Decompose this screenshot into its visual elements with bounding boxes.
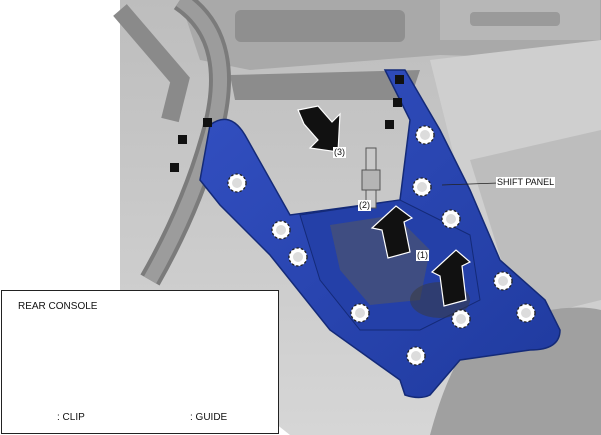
guide-icon <box>178 135 187 144</box>
shift-panel-leader <box>441 182 499 186</box>
guide-icon <box>170 163 179 172</box>
guides <box>170 75 404 172</box>
step-3-label: (3) <box>333 147 346 158</box>
removal-arrow-icon <box>297 105 472 307</box>
guide-icon <box>395 75 404 84</box>
legend-inset: REAR CONSOLE : CLIP : GUIDE <box>1 290 279 434</box>
guide-icon <box>203 118 212 127</box>
center-vents <box>235 10 405 42</box>
guide-legend-label: : GUIDE <box>190 412 228 423</box>
guide-icon <box>385 120 394 129</box>
clip-legend-label: : CLIP <box>57 412 85 423</box>
step-2-label: (2) <box>358 200 371 211</box>
rear-console-label: REAR CONSOLE <box>18 301 98 312</box>
shift-panel-label: SHIFT PANEL <box>496 177 556 188</box>
shift-lever <box>361 147 381 209</box>
step-1-label: (1) <box>416 250 429 261</box>
upper-console-trim <box>230 70 420 100</box>
clip-inner-fill <box>232 130 531 361</box>
guide-icon <box>393 98 402 107</box>
